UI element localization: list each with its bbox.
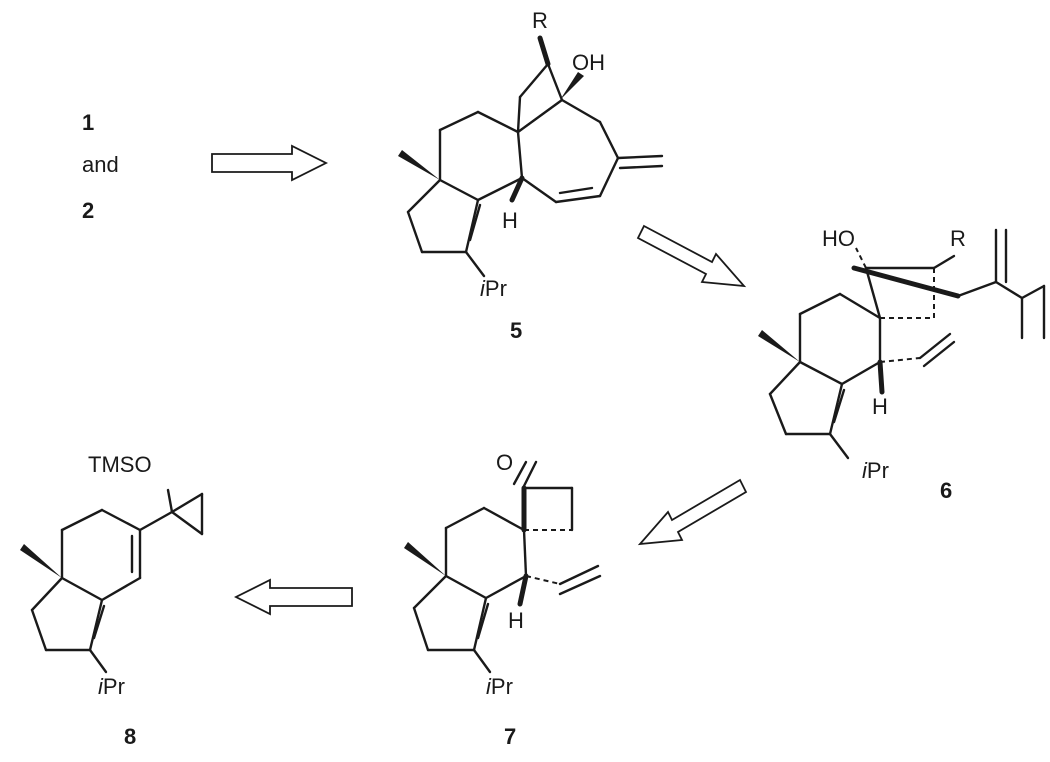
- retro-arrow-3: [637, 478, 748, 546]
- compound-8-structure: TMSO iPr 8: [20, 452, 204, 749]
- compound-7-number: 7: [504, 724, 516, 749]
- c7-hydrogen: H: [508, 608, 524, 633]
- c5-r-group: R: [532, 8, 548, 33]
- c6-substituent: iPr: [862, 458, 889, 483]
- c7-substituent: iPr: [486, 674, 513, 699]
- compound-2-number: 2: [82, 198, 94, 223]
- compound-5-number: 5: [510, 318, 522, 343]
- c7-carbonyl-oxygen: O: [496, 450, 513, 475]
- c5-hydrogen: H: [502, 208, 518, 233]
- compound-7-structure: O H iPr 7: [404, 450, 602, 749]
- c6-hydrogen: H: [872, 394, 888, 419]
- c6-hydroxyl: HO: [822, 226, 855, 251]
- compound-1-number: 1: [82, 110, 94, 135]
- c5-substituent: iPr: [480, 276, 507, 301]
- c8-substituent: iPr: [98, 674, 125, 699]
- retro-arrow-2: [636, 224, 747, 288]
- retro-arrow-1: [211, 144, 329, 182]
- c8-silyl-ether: TMSO: [88, 452, 152, 477]
- compound-5-structure: R OH H iPr 5: [398, 8, 664, 343]
- c6-r-group: R: [950, 226, 966, 251]
- retro-arrow-4: [233, 578, 353, 616]
- compound-8-number: 8: [124, 724, 136, 749]
- compound-6-number: 6: [940, 478, 952, 503]
- reactants-label: 1 and 2: [82, 110, 119, 223]
- reactants-connector: and: [82, 152, 119, 177]
- c5-hydroxyl: OH: [572, 50, 605, 75]
- compound-6-structure: HO R H iPr 6: [758, 226, 1046, 503]
